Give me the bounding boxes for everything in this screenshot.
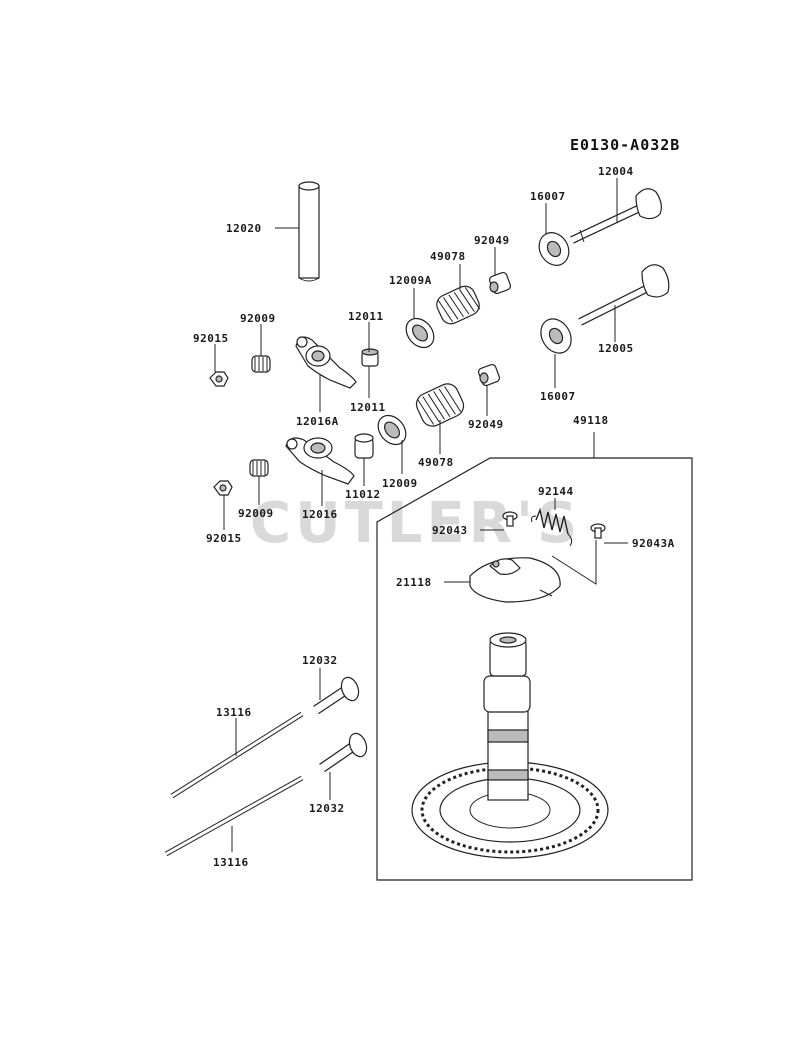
part-49078-top-spring[interactable]: [434, 283, 483, 327]
part-12032-top-lifter[interactable]: [313, 675, 362, 715]
label-16007-bottom[interactable]: 16007: [540, 390, 576, 403]
diagram-code: E0130-A032B: [570, 136, 680, 154]
part-12016-rocker-arm[interactable]: [285, 437, 355, 485]
part-camshaft-gear[interactable]: [411, 632, 609, 859]
part-16007-top-retainer[interactable]: [533, 227, 574, 270]
part-12016A-rocker-arm[interactable]: [295, 336, 357, 389]
label-92049-top[interactable]: 92049: [474, 234, 510, 247]
part-12020-shaft[interactable]: [298, 181, 320, 282]
camshaft-assembly-frame: [376, 457, 693, 881]
label-12009[interactable]: 12009: [382, 477, 418, 490]
label-92015-bottom[interactable]: 92015: [206, 532, 242, 545]
part-11012-sleeve[interactable]: [354, 433, 374, 459]
label-12005[interactable]: 12005: [598, 342, 634, 355]
label-12032-bottom[interactable]: 12032: [309, 802, 345, 815]
part-12009A-washer[interactable]: [401, 313, 440, 353]
label-13116-top[interactable]: 13116: [216, 706, 252, 719]
part-21118-governor-plate[interactable]: [469, 557, 561, 603]
part-12011-top-pivot[interactable]: [361, 348, 379, 367]
label-92043[interactable]: 92043: [432, 524, 468, 537]
part-13116-bottom-pushrod[interactable]: [164, 775, 304, 857]
part-92144-spring[interactable]: [531, 507, 573, 547]
label-92009-bottom[interactable]: 92009: [238, 507, 274, 520]
label-16007-top[interactable]: 16007: [530, 190, 566, 203]
part-92049-top-seal[interactable]: [488, 271, 512, 295]
label-92009-top[interactable]: 92009: [240, 312, 276, 325]
label-92144[interactable]: 92144: [538, 485, 574, 498]
part-16007-bottom-retainer[interactable]: [535, 313, 577, 358]
label-92015-top[interactable]: 92015: [193, 332, 229, 345]
part-12032-bottom-lifter[interactable]: [319, 731, 370, 773]
label-12009A[interactable]: 12009A: [389, 274, 432, 287]
part-49078-bottom-spring[interactable]: [413, 380, 467, 429]
part-13116-top-pushrod[interactable]: [170, 711, 304, 799]
label-13116-bottom[interactable]: 13116: [213, 856, 249, 869]
label-49078-bottom[interactable]: 49078: [418, 456, 454, 469]
label-92049-bottom[interactable]: 92049: [468, 418, 504, 431]
part-92015-top-nut[interactable]: [209, 371, 229, 387]
part-92043-pin[interactable]: [502, 511, 518, 527]
label-21118[interactable]: 21118: [396, 576, 432, 589]
label-12016[interactable]: 12016: [302, 508, 338, 521]
label-12011-bottom[interactable]: 12011: [350, 401, 386, 414]
part-92049-bottom-seal[interactable]: [477, 363, 501, 387]
label-12016A[interactable]: 12016A: [296, 415, 339, 428]
part-12009-washer[interactable]: [373, 410, 412, 450]
part-12005-valve[interactable]: [578, 264, 670, 326]
label-11012[interactable]: 11012: [345, 488, 381, 501]
label-12020[interactable]: 12020: [226, 222, 262, 235]
label-49118[interactable]: 49118: [573, 414, 609, 427]
label-49078-top[interactable]: 49078: [430, 250, 466, 263]
label-12011-top[interactable]: 12011: [348, 310, 384, 323]
label-92043A[interactable]: 92043A: [632, 537, 675, 550]
part-12004-valve[interactable]: [570, 188, 662, 244]
part-92009-bottom-adjuster[interactable]: [249, 459, 269, 477]
part-92043A-pin[interactable]: [590, 523, 606, 539]
label-12032-top[interactable]: 12032: [302, 654, 338, 667]
label-12004[interactable]: 12004: [598, 165, 634, 178]
part-92015-bottom-nut[interactable]: [213, 480, 233, 496]
part-92009-top-adjuster[interactable]: [251, 355, 271, 373]
